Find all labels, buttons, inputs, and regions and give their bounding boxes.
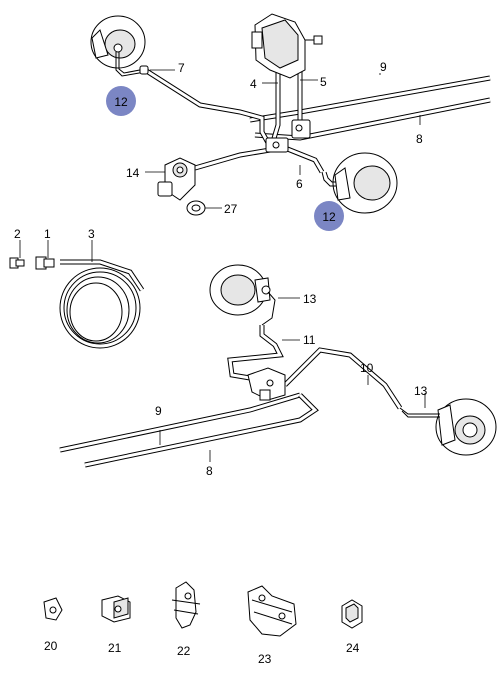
callout-24: 24: [346, 641, 360, 655]
coiled-brake-line-part-3: [59, 240, 145, 349]
lower-brake-line-assembly: [59, 264, 497, 468]
brake-drum-top-right: [332, 152, 398, 214]
callout-12-highlight-a: [106, 86, 136, 116]
nut-part-27: [186, 200, 206, 216]
brake-backing-plate-top-left: [90, 15, 146, 69]
clip-part-24: [341, 599, 363, 629]
callout-13-lower: 13: [414, 384, 428, 398]
brake-fluid-reservoir: [251, 13, 323, 79]
callout-10: 10: [360, 361, 374, 375]
callout-1: 1: [44, 227, 51, 241]
callout-12-b: 12: [322, 210, 336, 224]
callout-6: 6: [296, 177, 303, 191]
callout-12-a: 12: [114, 95, 128, 109]
callout-9-bottom: 9: [155, 404, 162, 418]
callout-4: 4: [250, 77, 257, 91]
callout-13-upper: 13: [303, 292, 317, 306]
fitting-part-2: [9, 240, 25, 269]
callout-23: 23: [258, 652, 272, 666]
brake-drum-lower-right: [435, 398, 497, 456]
clip-part-22: [171, 581, 201, 629]
callout-8-top: 8: [416, 132, 423, 146]
clip-part-23: [247, 585, 297, 637]
callout-14: 14: [126, 166, 140, 180]
clip-part-20: [43, 597, 63, 621]
upper-brake-line-assembly: [90, 13, 491, 216]
junction-block-lower: [247, 367, 286, 401]
junction-block-upper: [265, 119, 311, 153]
callout-7: 7: [178, 61, 185, 75]
callout-3: 3: [88, 227, 95, 241]
callout-5: 5: [320, 75, 327, 89]
callout-22: 22: [177, 644, 191, 658]
callout-11: 11: [303, 333, 316, 347]
brake-drum-lower-left: [209, 264, 271, 316]
fitting-part-1: [35, 240, 55, 270]
callout-2: 2: [14, 227, 21, 241]
callout-9-top: 9: [380, 60, 387, 74]
callout-8-bottom: 8: [206, 464, 213, 478]
callout-27: 27: [224, 202, 238, 216]
callout-20: 20: [44, 639, 58, 653]
callout-12-highlight-b: [314, 201, 344, 231]
pressure-regulator-part-14: [157, 157, 196, 201]
clip-part-21: [101, 595, 131, 623]
callout-21: 21: [108, 641, 122, 655]
fittings-and-coil: [9, 240, 145, 349]
